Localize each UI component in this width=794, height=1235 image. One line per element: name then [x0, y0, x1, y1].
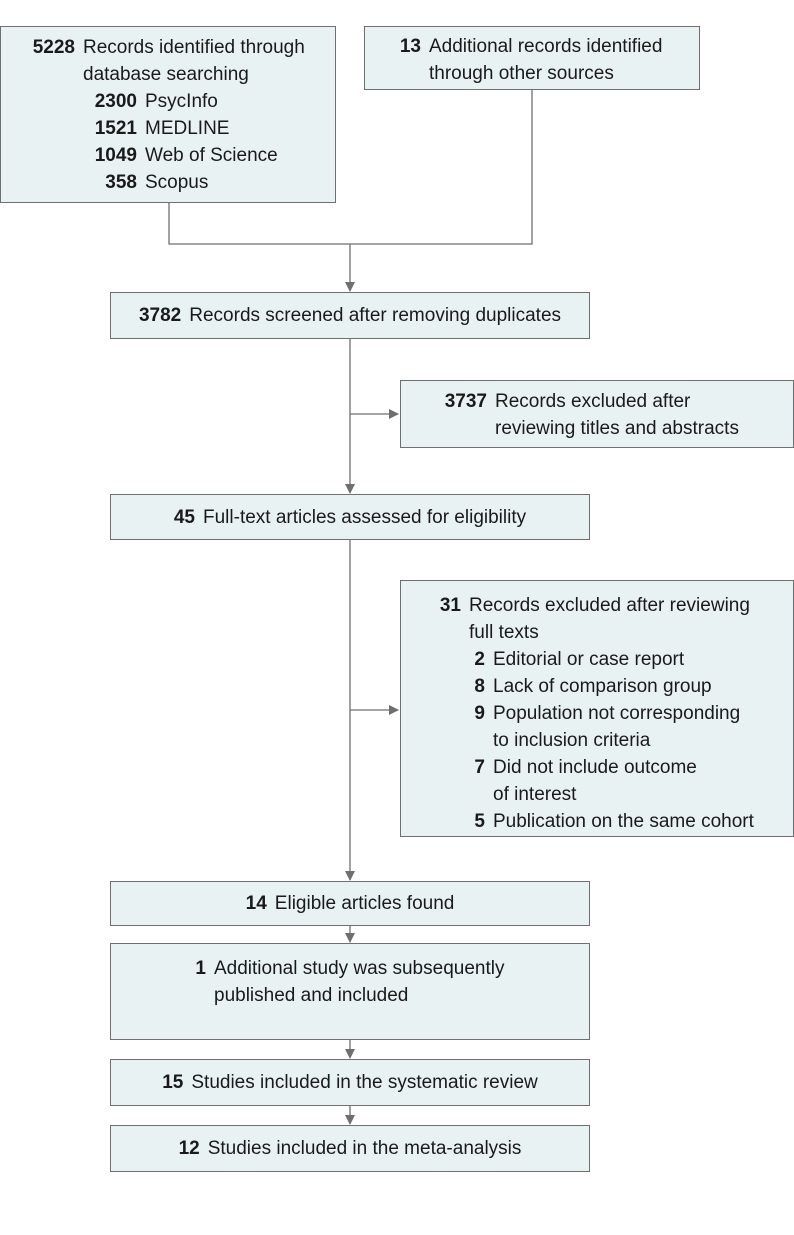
excluded-fulltext-line2: full texts [469, 622, 539, 643]
source-count: 358 [105, 172, 137, 193]
records-identified-box: 5228 Records identified through database… [0, 26, 336, 203]
additional-study-line1: Additional study was subsequently [214, 958, 505, 979]
additional-study-box: 1 Additional study was subsequently publ… [110, 943, 590, 1040]
source-label: Scopus [145, 172, 209, 193]
reason-label: Lack of comparison group [493, 676, 712, 697]
source-label: MEDLINE [145, 118, 230, 139]
screened-count: 3782 [138, 305, 182, 326]
additional-label-line1: Additional records identified [429, 36, 663, 57]
excluded-abstracts-count: 3737 [444, 391, 487, 412]
identified-label-line2: database searching [83, 64, 249, 85]
reason-count: 9 [474, 703, 485, 724]
identified-count: 5228 [32, 37, 75, 58]
fulltext-count: 45 [173, 506, 195, 528]
meta-count: 12 [178, 1138, 200, 1159]
meta-label: Studies included in the meta-analysis [207, 1138, 522, 1159]
reason-count: 5 [474, 811, 485, 832]
fulltext-label: Full-text articles assessed for eligibil… [203, 506, 527, 528]
reason-count: 8 [474, 676, 485, 697]
reason-count: 7 [474, 757, 485, 778]
reason-label: Publication on the same cohort [493, 811, 754, 832]
additional-label-line2: through other sources [429, 63, 614, 84]
fulltext-assessed-box: 45 Full-text articles assessed for eligi… [110, 494, 590, 540]
reason-label: Population not corresponding [493, 703, 741, 724]
excluded-abstracts-line1: Records excluded after [495, 391, 691, 412]
source-count: 1049 [94, 145, 137, 166]
excluded-abstracts-line2: reviewing titles and abstracts [495, 418, 739, 439]
meta-analysis-box: 12 Studies included in the meta-analysis [110, 1125, 590, 1172]
reason-label: Editorial or case report [493, 649, 685, 670]
source-label: PsycInfo [145, 91, 218, 112]
reason-count: 2 [474, 649, 485, 670]
source-count: 1521 [94, 118, 137, 139]
additional-study-count: 1 [195, 958, 206, 979]
reason-label: Did not include outcome [493, 757, 697, 778]
excluded-fulltext-count: 31 [439, 595, 461, 616]
systematic-label: Studies included in the systematic revie… [191, 1072, 538, 1093]
eligible-count: 14 [245, 893, 267, 914]
reason-label-cont: of interest [493, 784, 577, 805]
excluded-abstracts-box: 3737 Records excluded after reviewing ti… [400, 380, 794, 448]
source-label: Web of Science [145, 145, 278, 166]
eligible-label: Eligible articles found [274, 893, 455, 914]
eligible-articles-box: 14 Eligible articles found [110, 881, 590, 926]
source-count: 2300 [94, 91, 137, 112]
systematic-count: 15 [162, 1072, 184, 1093]
screened-label: Records screened after removing duplicat… [189, 305, 562, 326]
reason-label-cont: to inclusion criteria [493, 730, 651, 751]
records-screened-box: 3782 Records screened after removing dup… [110, 292, 590, 339]
excluded-fulltext-box: 31 Records excluded after reviewing full… [400, 580, 794, 837]
excluded-fulltext-line1: Records excluded after reviewing [469, 595, 750, 616]
additional-records-box: 13 Additional records identified through… [364, 26, 700, 90]
systematic-review-box: 15 Studies included in the systematic re… [110, 1059, 590, 1106]
additional-count: 13 [399, 36, 421, 57]
additional-study-line2: published and included [214, 985, 409, 1006]
identified-label-line1: Records identified through [83, 37, 305, 58]
